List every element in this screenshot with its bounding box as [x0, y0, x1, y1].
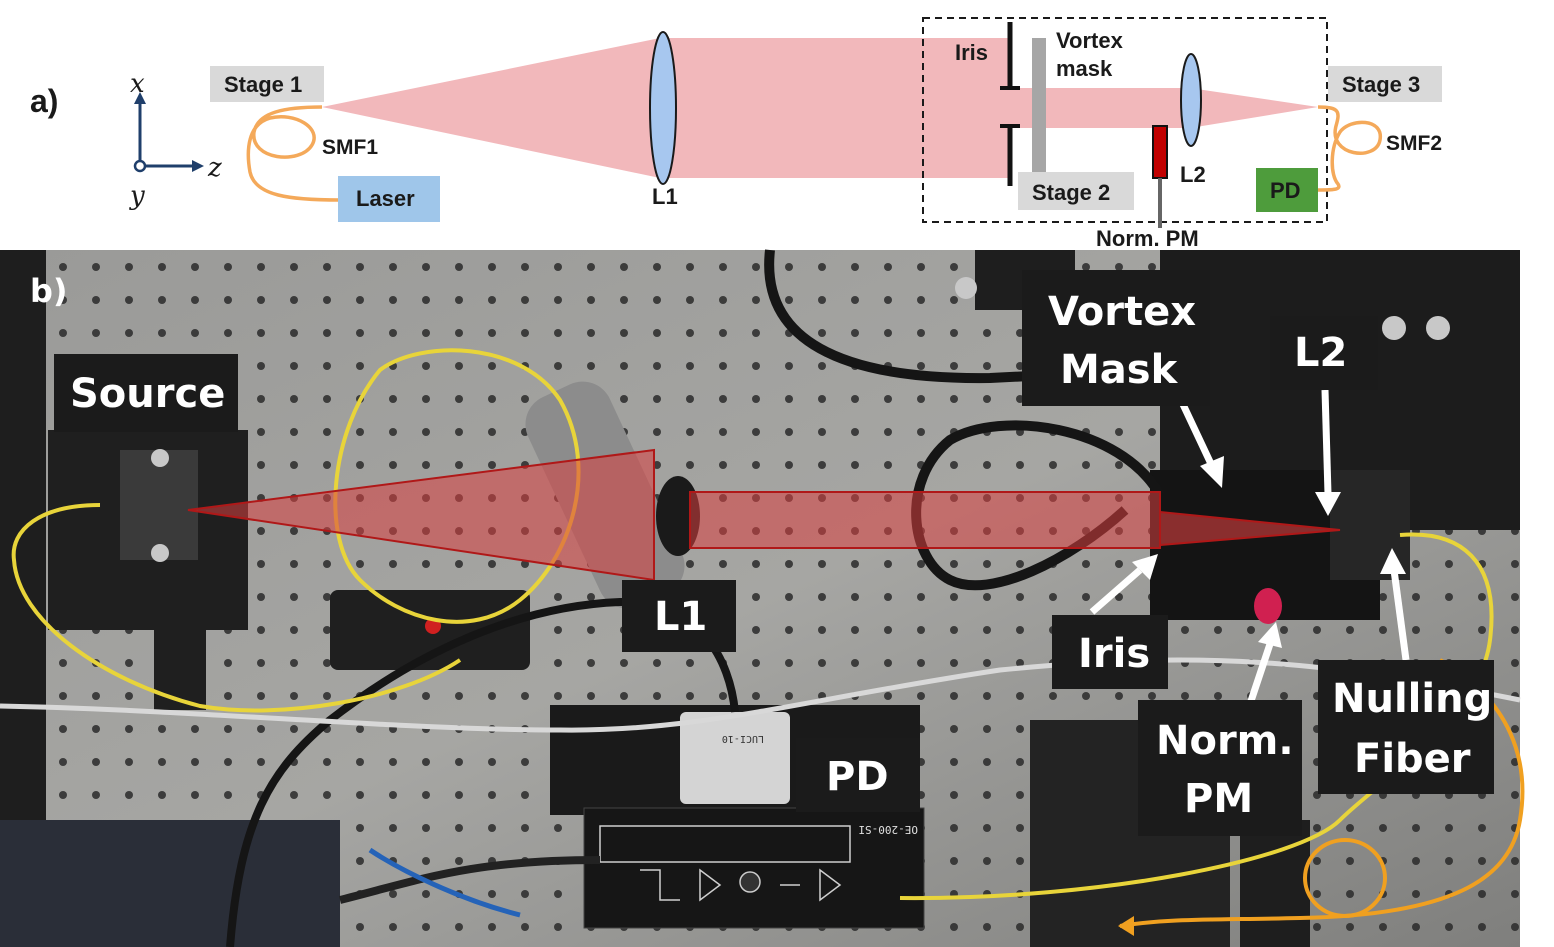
- norm-pm-photo-label-1: Norm.: [1156, 718, 1294, 764]
- stage3-label: Stage 3: [1342, 72, 1420, 97]
- l2-photo-label-box: [1270, 316, 1378, 390]
- norm-pm-block: [1152, 125, 1168, 179]
- axis-z-label: z: [207, 153, 222, 183]
- smf2-label: SMF2: [1386, 132, 1442, 155]
- panel-a-schematic: a) x z y Stage 1 SMF1 Laser L1: [30, 17, 1442, 251]
- pd-label: PD: [1270, 178, 1301, 203]
- lens-l1: [649, 31, 677, 185]
- panel-b-tag: b): [30, 272, 68, 310]
- panel-b-photo: OE-200-SI LUCI-10: [0, 249, 1554, 947]
- photo-beam-converging: [1159, 510, 1341, 547]
- beam-diverging: [322, 38, 660, 178]
- iris-photo-label: Iris: [1078, 631, 1150, 677]
- iris-icon: [1000, 22, 1020, 186]
- pd-device: [583, 807, 925, 929]
- vortex-mask-plate: [1032, 38, 1046, 176]
- beam-after-iris: [1010, 88, 1190, 128]
- l1-label: L1: [652, 184, 678, 209]
- connector-box: [680, 712, 790, 804]
- laser-label: Laser: [356, 186, 415, 211]
- norm-pm-photo-label-box: [1138, 700, 1302, 836]
- source-label-box: [54, 354, 238, 432]
- iris-label: Iris: [955, 40, 988, 65]
- photo-beam-diverging: [187, 448, 655, 582]
- stage2-box: [1018, 172, 1134, 210]
- yellow-fiber-source: [11, 503, 462, 713]
- connector-label: LUCI-10: [722, 733, 764, 744]
- panel-a-tag: a): [30, 83, 58, 119]
- orange-highlight-fiber: [1119, 658, 1525, 928]
- vortex-mask-label-2: mask: [1056, 56, 1113, 81]
- smf2-fiber: [1317, 105, 1382, 192]
- l1-photo-label-box: [622, 580, 736, 652]
- beam-collimated: [660, 38, 1010, 178]
- annotation-arrows: [1089, 389, 1410, 706]
- lens-l2: [1180, 53, 1202, 147]
- source-label: Source: [70, 371, 225, 417]
- norm-pm-photo-label-2: PM: [1184, 776, 1253, 822]
- iris-photo-label-box: [1052, 615, 1168, 689]
- photo-beam-collimated: [689, 491, 1161, 549]
- pd-box: [1256, 168, 1318, 212]
- axes-icon: x z y: [129, 69, 222, 211]
- pd-photo-label: PD: [826, 754, 889, 800]
- dashed-enclosure: [922, 17, 1328, 223]
- stage1-label: Stage 1: [224, 72, 302, 97]
- stage2-label: Stage 2: [1032, 180, 1110, 205]
- vortex-mask-label-1: Vortex: [1056, 28, 1124, 53]
- black-cable-top: [764, 249, 1031, 384]
- nulling-fiber-label-box: [1318, 660, 1494, 794]
- l2-photo-label: L2: [1294, 330, 1347, 376]
- stage3-box: [1328, 66, 1442, 102]
- vortex-photo-label-box: [1022, 270, 1210, 406]
- orange-highlight-loop: [1303, 838, 1387, 918]
- laser-box: [338, 176, 440, 222]
- l1-photo-label: L1: [654, 594, 707, 640]
- stage1-box: [210, 66, 324, 102]
- vortex-photo-label-2: Mask: [1060, 347, 1179, 393]
- smf1-fiber: [246, 105, 341, 202]
- axis-y-label: y: [129, 181, 145, 211]
- smf1-label: SMF1: [322, 136, 378, 159]
- vortex-photo-label-1: Vortex: [1048, 289, 1196, 335]
- pd-device-label: OE-200-SI: [858, 823, 918, 836]
- axis-x-label: x: [130, 69, 145, 99]
- l2-label: L2: [1180, 162, 1206, 187]
- beam-converging: [1190, 88, 1318, 128]
- nulling-fiber-label-1: Nulling: [1332, 676, 1492, 722]
- nulling-fiber-label-2: Fiber: [1354, 736, 1471, 782]
- norm-pm-label: Norm. PM: [1096, 226, 1199, 251]
- pd-photo-label-box: [796, 738, 920, 812]
